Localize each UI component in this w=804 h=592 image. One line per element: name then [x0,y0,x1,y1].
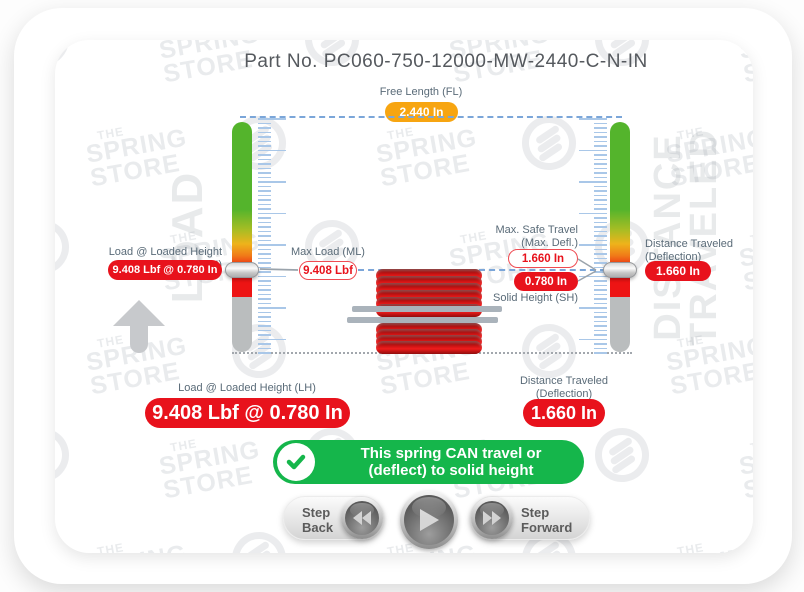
step-back-line2: Back [302,519,334,535]
distance-traveled-label: Distance Traveled (Deflection) [645,238,750,263]
skip-back-icon[interactable] [341,497,383,539]
summary-load-label: Load @ Loaded Height (LH) [178,382,316,394]
solid-height-label: Solid Height (SH) [493,292,578,304]
loaded-height-line [358,269,606,271]
load-gauge-handle[interactable] [225,262,259,278]
spring-coil [376,341,482,354]
status-line1: This spring CAN travel or [360,444,542,462]
status-banner-text: This spring CAN travel or (deflect) to s… [325,445,577,480]
summary-travel-line1: Distance Traveled [519,375,609,387]
play-button[interactable] [400,491,458,549]
max-safe-travel-line2: (Max. Defl.) [521,236,578,249]
summary-travel-line2: (Deflection) [535,387,593,400]
summary-load-badge: 9.408 Lbf @ 0.780 In [145,398,350,428]
summary-travel-badge: 1.660 In [523,399,605,427]
max-load-badge: 9.408 Lbf [299,261,357,280]
load-at-loaded-height-badge: 9.408 Lbf @ 0.780 In [108,260,222,280]
right-ruler [577,118,607,355]
travel-gauge-handle[interactable] [603,262,637,278]
step-forward-line2: Forward [521,519,573,535]
check-icon [277,443,315,481]
up-arrow-stem [130,325,148,353]
load-gauge-bar [232,122,252,352]
max-load-label: Max Load (ML) [291,246,365,258]
distance-traveled-line2: (Deflection) [645,250,702,263]
simulator-panel: THESPRINGSTORETHESPRINGSTORETHESPRINGSTO… [55,40,753,553]
status-banner: This spring CAN travel or (deflect) to s… [273,440,584,484]
free-length-line [240,116,622,118]
free-length-badge: 2.440 In [385,102,458,122]
spring-plate-top [352,306,502,312]
distance-traveled-line1: Distance Traveled [645,238,734,250]
status-line2: (deflect) to solid height [368,462,534,479]
step-forward-line1: Step [521,505,550,520]
page-title: Part No. PC060-750-12000-MW-2440-C-N-IN [244,51,648,72]
spring-plate-bottom [347,317,498,323]
distance-traveled-badge: 1.660 In [645,261,711,281]
left-ruler [258,118,288,355]
step-back-line1: Step [302,505,331,520]
free-length-label: Free Length (FL) [379,86,463,98]
max-safe-travel-line1: Max. Safe Travel [495,224,578,236]
loaded-height-badge: 0.780 In [514,272,578,291]
max-safe-travel-label: Max. Safe Travel (Max. Defl.) [468,224,578,249]
travel-gauge-bar [610,122,630,352]
summary-travel-label: Distance Traveled (Deflection) [464,375,664,400]
max-safe-travel-badge: 1.660 In [508,249,578,268]
up-arrow-icon [113,300,165,326]
skip-forward-icon[interactable] [471,497,513,539]
play-icon [404,495,454,545]
